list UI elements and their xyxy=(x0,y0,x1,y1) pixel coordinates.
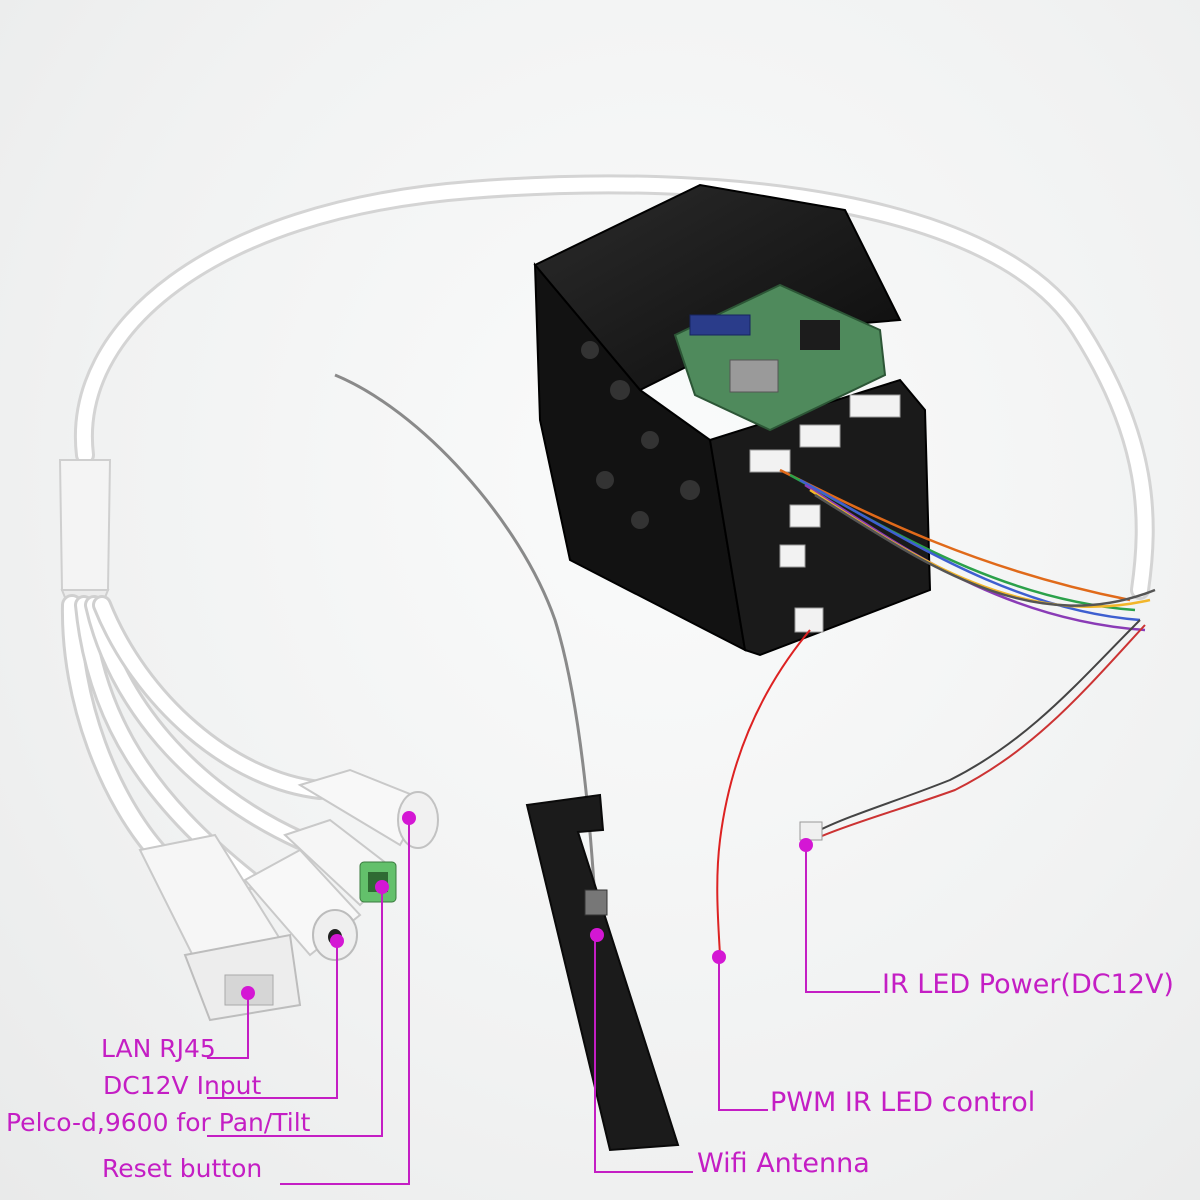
callout-pelco: Pelco-d,9600 for Pan/Tilt xyxy=(6,1108,311,1137)
connector-headers xyxy=(749,394,901,633)
ir-power-wire xyxy=(799,619,1146,841)
pwm-ir-wire xyxy=(716,629,811,956)
callout-lan-rj45: LAN RJ45 xyxy=(101,1034,216,1063)
cable-branches xyxy=(60,594,330,890)
callout-ir-led-power: IR LED Power(DC12V) xyxy=(882,969,1174,1000)
rj45-connector xyxy=(138,833,302,1022)
cable-splitter xyxy=(58,459,112,611)
wifi-antenna xyxy=(334,373,680,1152)
callout-dc12v-input: DC12V Input xyxy=(103,1071,262,1100)
pcb-board xyxy=(673,283,887,432)
white-cable xyxy=(73,174,1155,600)
pelco-terminal-connector xyxy=(283,818,397,907)
callout-lines xyxy=(207,818,880,1185)
callout-dots xyxy=(241,811,813,1000)
callout-wifi-antenna: Wifi Antenna xyxy=(697,1148,870,1179)
wire-harness xyxy=(779,468,1156,632)
camera-module-body xyxy=(533,183,932,657)
callout-reset-button: Reset button xyxy=(102,1154,263,1183)
callout-pwm-ir-led-control: PWM IR LED control xyxy=(770,1087,1036,1118)
